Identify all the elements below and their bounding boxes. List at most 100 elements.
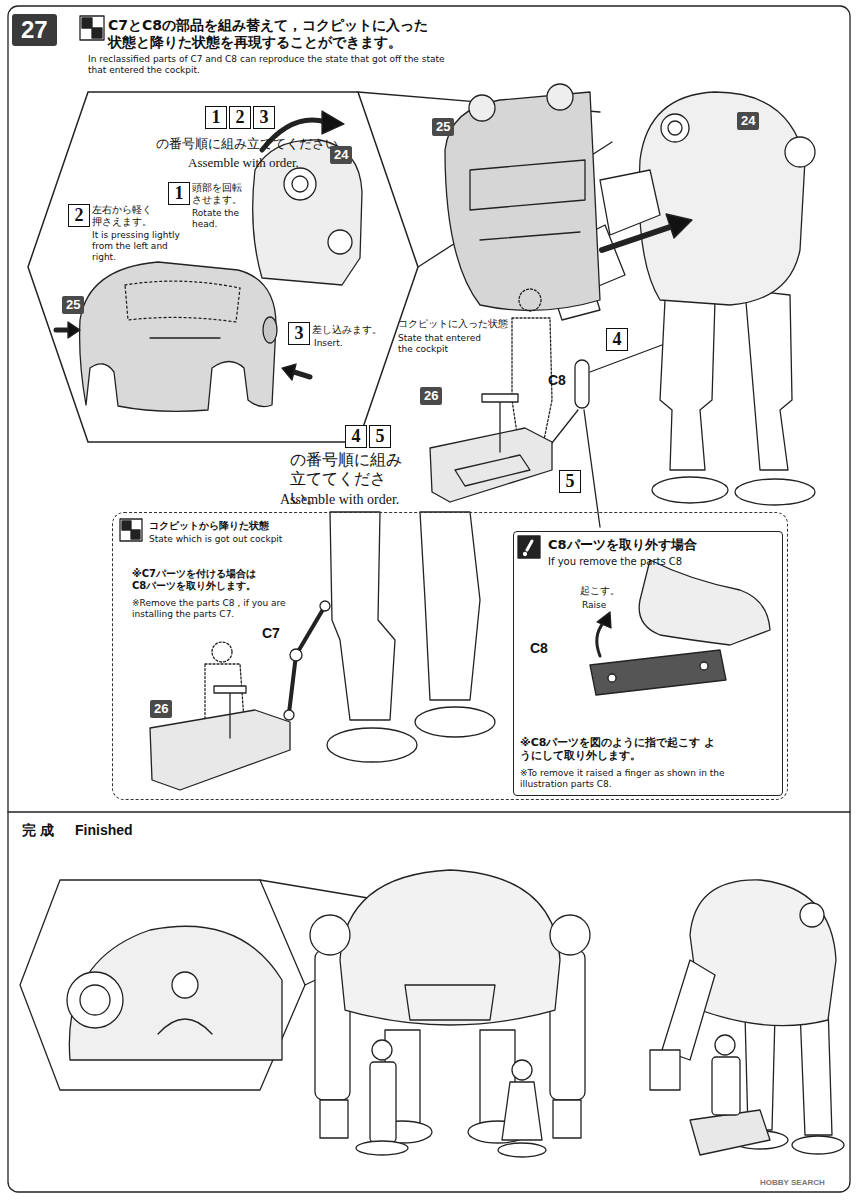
- part-25: [470, 160, 585, 210]
- state-heading: コクピットから降りた状態: [149, 520, 269, 532]
- part-c8: [548, 345, 662, 527]
- inset-head-24: [292, 176, 308, 192]
- swap-icon: [82, 18, 92, 28]
- part-25: [445, 84, 600, 310]
- part-c8: [584, 410, 600, 527]
- part-c7: [296, 606, 325, 655]
- robot-side: [800, 903, 824, 927]
- cockpit-26: [214, 686, 246, 693]
- state-heading: State which is got out cockpit: [149, 534, 289, 545]
- cockpit-26: [512, 318, 552, 440]
- inset-head-24: [284, 168, 316, 200]
- state-icon: [120, 519, 142, 541]
- number-box: 4: [345, 425, 367, 448]
- swap-icon: [80, 16, 104, 40]
- step-text: 左右から軽く 押さえます。: [92, 204, 156, 228]
- order-number: 5: [563, 471, 577, 491]
- inset-part-25: [150, 337, 220, 338]
- robot-side: [690, 1110, 770, 1155]
- robot-24: [652, 477, 728, 503]
- robot-side: [662, 960, 715, 1060]
- part-c8: [575, 360, 589, 408]
- note-text: ※C7パーツを付ける場合は C8パーツを取り外します。: [132, 568, 264, 592]
- section-rule: [8, 811, 850, 813]
- part-number: 24: [737, 112, 759, 130]
- robot-front: [405, 985, 495, 1020]
- order-number: 5: [373, 426, 387, 446]
- part-number: 25: [432, 118, 454, 136]
- press-arrow: [282, 364, 296, 380]
- order-number: 2: [72, 205, 86, 225]
- section-heading: Finished: [75, 822, 133, 839]
- robot-side: [690, 880, 836, 1026]
- illustration: [8, 6, 850, 1192]
- finger-drawing: [597, 622, 604, 656]
- part-c7: [284, 710, 294, 720]
- part-name: C7: [262, 625, 280, 642]
- note-text: ※C8パーツを図のように指で起こす ようにして取り外します。: [520, 736, 720, 762]
- finished-inset: [67, 972, 123, 1028]
- number-box: 1: [205, 106, 227, 129]
- finished-inset: [158, 1019, 212, 1034]
- order-number: 2: [233, 107, 247, 127]
- instruction-text: の番号順に組み立ててください。: [156, 136, 351, 152]
- robot-front: [553, 1100, 581, 1138]
- cockpit-26: [150, 710, 290, 790]
- robot-24: [600, 170, 660, 235]
- number-box: 3: [253, 106, 275, 129]
- robot-24: [639, 92, 805, 305]
- hexagon-outline: [28, 92, 418, 442]
- finished-inset: [20, 880, 305, 1090]
- finished-inset: [80, 985, 110, 1015]
- cockpit-26: [229, 690, 230, 738]
- page-border: [8, 6, 850, 1192]
- robot-legs: [415, 707, 495, 737]
- part-25: [469, 95, 495, 121]
- robot-front: [310, 870, 590, 1157]
- robot-24: [660, 300, 715, 470]
- step-number: 27: [21, 15, 48, 45]
- robot-front: [512, 1060, 532, 1080]
- step-text: 差し込みます。: [312, 324, 382, 336]
- robot-front: [320, 1100, 348, 1138]
- part-25: [480, 232, 580, 240]
- order-number: 3: [292, 323, 306, 343]
- robot-side: [712, 1057, 740, 1115]
- instruction-text: Assemble with order.: [280, 492, 399, 509]
- cockpit-26: [212, 642, 232, 662]
- robot-side: [792, 1136, 844, 1154]
- step-number-box: 27: [12, 14, 57, 46]
- swap-icon: [92, 28, 102, 38]
- cockpit-26: [430, 428, 552, 502]
- cockpit-26: [455, 455, 530, 486]
- finger-drawing: [597, 612, 611, 628]
- robot-legs: [420, 512, 480, 700]
- note-text: ※Remove the parts C8 , if you are instal…: [132, 598, 307, 620]
- number-box: 4: [606, 328, 628, 351]
- step-text: 頭部を回転 させます。: [192, 182, 248, 206]
- action-text: Raise: [582, 600, 606, 611]
- press-arrow: [68, 322, 80, 338]
- order-number: 3: [257, 107, 271, 127]
- inset-part-25: [80, 262, 277, 411]
- state-text: State that entered the cockpit: [398, 333, 493, 355]
- tip-heading: If you remove the parts C8: [548, 556, 682, 568]
- tip-icon: [527, 541, 532, 550]
- robot-legs: [330, 512, 395, 720]
- action-text: 起こす。: [580, 585, 620, 597]
- robot-front: [310, 915, 350, 955]
- insert-arrow: [602, 227, 670, 250]
- cockpit-26: [499, 398, 500, 452]
- robot-legs: [327, 728, 417, 762]
- state-icon: [122, 521, 131, 530]
- cockpit-26: [150, 642, 290, 790]
- order-number: 4: [610, 329, 624, 349]
- inset-hexagon: の番号順に組み立ててください。Assemble with order.12312…: [28, 92, 418, 442]
- press-arrow: [56, 322, 310, 380]
- state-text: コクピットに入った状態: [398, 318, 508, 330]
- robot-front: [340, 870, 560, 1025]
- step-heading: In reclassified parts of C7 and C8 can r…: [88, 54, 460, 76]
- part-c7: [320, 601, 330, 611]
- finger-drawing: [590, 560, 770, 695]
